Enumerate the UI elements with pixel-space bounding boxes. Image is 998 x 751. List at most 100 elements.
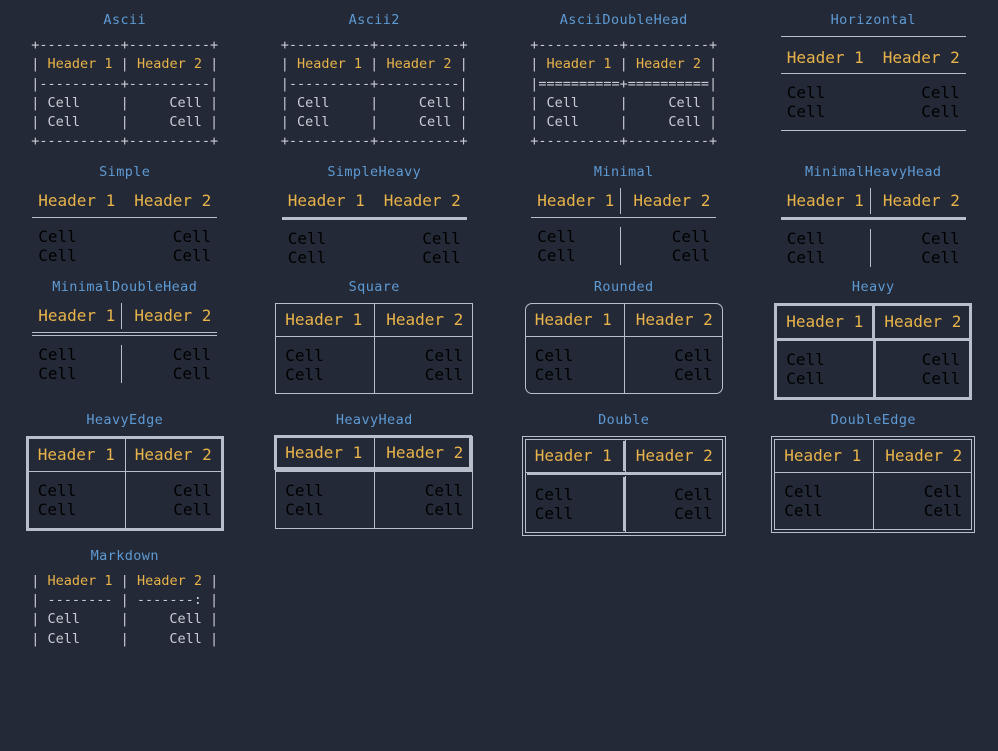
table-cell: Cell: [674, 484, 713, 504]
header-rule: [32, 216, 218, 218]
table-title-simple-heavy: SimpleHeavy: [327, 163, 422, 180]
column-header-1: Header 1: [537, 191, 615, 211]
ascii-line: +----------+----------+: [280, 133, 468, 150]
table-cell: Cell: [921, 247, 960, 267]
ascii-table-markdown: | Header 1 | Header 2 | | -------- | ----…: [31, 572, 218, 649]
ascii-line: | -------- | -------: |: [31, 592, 219, 609]
table-cell: Cell: [921, 368, 961, 388]
column-header-2: Header 2: [624, 439, 722, 472]
table-cell: Cell: [537, 245, 576, 265]
table-cell: Cell: [172, 226, 212, 246]
table-cell: Cell: [921, 102, 960, 121]
table-title-minimal: Minimal: [593, 163, 654, 180]
table-title-heavy: Heavy: [851, 278, 895, 295]
table-title-double: Double: [598, 411, 650, 428]
ascii-line: | Cell | Cell |: [280, 114, 468, 131]
table-title-simple: Simple: [99, 163, 151, 180]
table-cell: Cell: [424, 480, 464, 500]
gallery-cell-ascii2: Ascii2+----------+----------+| Header 1 …: [250, 0, 500, 152]
table-cell: Cell: [671, 245, 711, 265]
ascii-table-ascii-double-head: +----------+----------+| Header 1 | Head…: [530, 36, 717, 152]
table-cell: Cell: [422, 228, 461, 248]
table-title-double-edge: DoubleEdge: [830, 411, 916, 428]
header-rule: [32, 331, 218, 336]
table-header-row: Header 1 Header 2: [276, 436, 473, 472]
table-cell: Cell: [786, 349, 825, 369]
table-cell: Cell: [38, 245, 77, 265]
table-style-gallery: Ascii+----------+----------+| Header 1 |…: [0, 0, 998, 649]
column-header-2: Header 2: [374, 436, 472, 469]
table-title-horizontal: Horizontal: [830, 12, 916, 28]
table-cell: Cell: [424, 499, 464, 519]
column-header-1: Header 1: [285, 309, 363, 329]
table-cell: Cell: [921, 349, 961, 369]
ascii-line: | Cell | Cell |: [530, 114, 718, 131]
table-header-row: Header 1 Header 2: [525, 303, 722, 337]
column-header-1: Header 1: [534, 309, 612, 329]
column-header-2: Header 2: [134, 191, 212, 211]
table-cell: Cell: [38, 344, 77, 364]
table-cell: Cell: [285, 345, 324, 365]
ascii-line: | Header 1 | Header 2 |: [280, 56, 468, 73]
gallery-cell-ascii: Ascii+----------+----------+| Header 1 |…: [0, 0, 250, 152]
header-rule: [281, 216, 467, 220]
column-header-2: Header 2: [623, 303, 722, 336]
ascii-line: | Header 1 | Header 2 |: [31, 572, 219, 589]
column-header-2: Header 2: [873, 439, 971, 472]
column-header-1: Header 1: [285, 442, 363, 462]
column-header-2: Header 2: [374, 303, 472, 336]
table-cell: Cell: [37, 499, 77, 519]
table-cell: Cell: [285, 480, 324, 500]
table-cell: Cell: [534, 345, 574, 365]
column-header-1: Header 1: [784, 445, 862, 465]
table-cell: Cell: [921, 228, 960, 248]
table-cell: Cell: [285, 364, 324, 384]
table-cell: Cell: [534, 484, 574, 504]
column-header-2: Header 2: [620, 187, 716, 214]
table-cell: Cell: [786, 102, 826, 121]
header-rule: [780, 216, 966, 220]
table-cell: Cell: [784, 500, 823, 520]
column-header-1: Header 1: [287, 191, 365, 211]
table-title-heavy-edge: HeavyEdge: [86, 411, 164, 428]
table-cell: Cell: [172, 363, 212, 383]
